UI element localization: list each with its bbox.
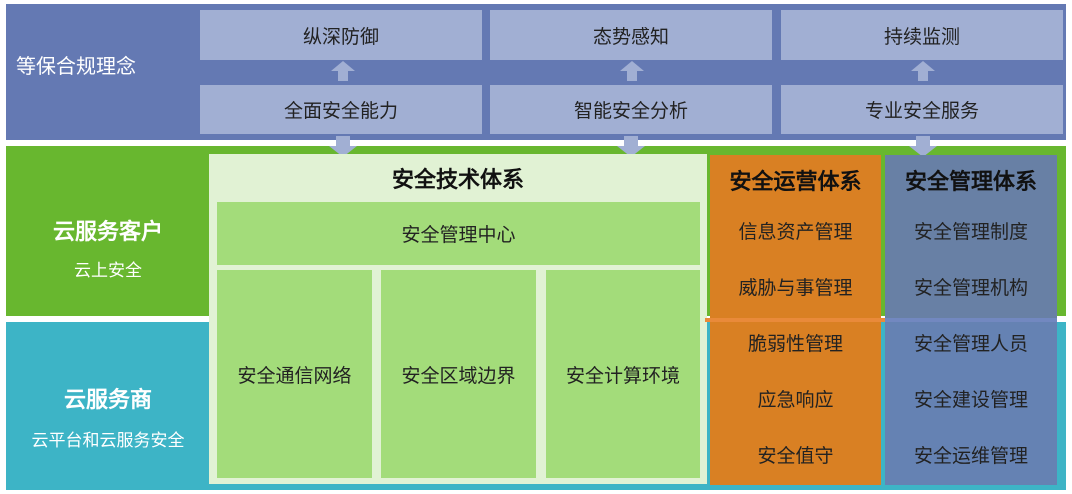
arrows: [329, 61, 937, 157]
capability-box: 全面安全能力: [200, 85, 482, 134]
mgmt-item: 安全管理制度: [913, 220, 1028, 243]
compliance-label: 等保合规理念: [16, 54, 136, 78]
ops-item: 应急响应: [757, 388, 834, 411]
down-arrow-icon: [909, 136, 937, 157]
mgmt-upper: [885, 155, 1057, 318]
provider-label: 云服务商 云平台和云服务安全: [10, 376, 206, 456]
capability-box: 专业安全服务: [781, 85, 1063, 134]
mgmt-item: 安全管理人员: [913, 332, 1028, 355]
provider-subtitle: 云平台和云服务安全: [31, 430, 185, 451]
down-arrow-icon: [617, 136, 645, 157]
up-arrow-icon: [911, 61, 935, 81]
ops-title: 安全运营体系: [729, 170, 862, 195]
principle-box: 纵深防御: [200, 10, 482, 60]
down-arrow-icon: [329, 136, 357, 157]
tech-column: 安全通信网络: [217, 270, 372, 478]
ops-item: 威胁与事管理: [738, 276, 853, 299]
management-center: 安全管理中心: [217, 202, 700, 265]
mgmt-divider: [885, 318, 1057, 322]
tech-column: 安全计算环境: [546, 270, 700, 478]
ops-divider: [705, 318, 886, 322]
principle-box: 态势感知: [490, 10, 772, 60]
mgmt-item: 安全管理机构: [913, 276, 1028, 299]
customer-subtitle: 云上安全: [74, 260, 142, 281]
capability-box: 智能安全分析: [490, 85, 772, 134]
ops-item: 安全值守: [757, 444, 834, 467]
customer-title: 云服务客户: [52, 219, 163, 245]
tech-title: 安全技术体系: [391, 168, 524, 193]
up-arrow-icon: [331, 61, 355, 81]
ops-item: 脆弱性管理: [747, 332, 843, 355]
customer-label: 云服务客户 云上安全: [10, 212, 206, 282]
tech-column: 安全区域边界: [381, 270, 536, 478]
mgmt-item: 安全建设管理: [913, 388, 1028, 411]
up-arrow-icon: [620, 61, 644, 81]
ops-item: 信息资产管理: [738, 220, 853, 243]
mgmt-title: 安全管理体系: [904, 170, 1037, 195]
principle-box: 持续监测: [781, 10, 1063, 60]
provider-title: 云服务商: [63, 387, 152, 413]
mgmt-item: 安全运维管理: [913, 444, 1028, 467]
